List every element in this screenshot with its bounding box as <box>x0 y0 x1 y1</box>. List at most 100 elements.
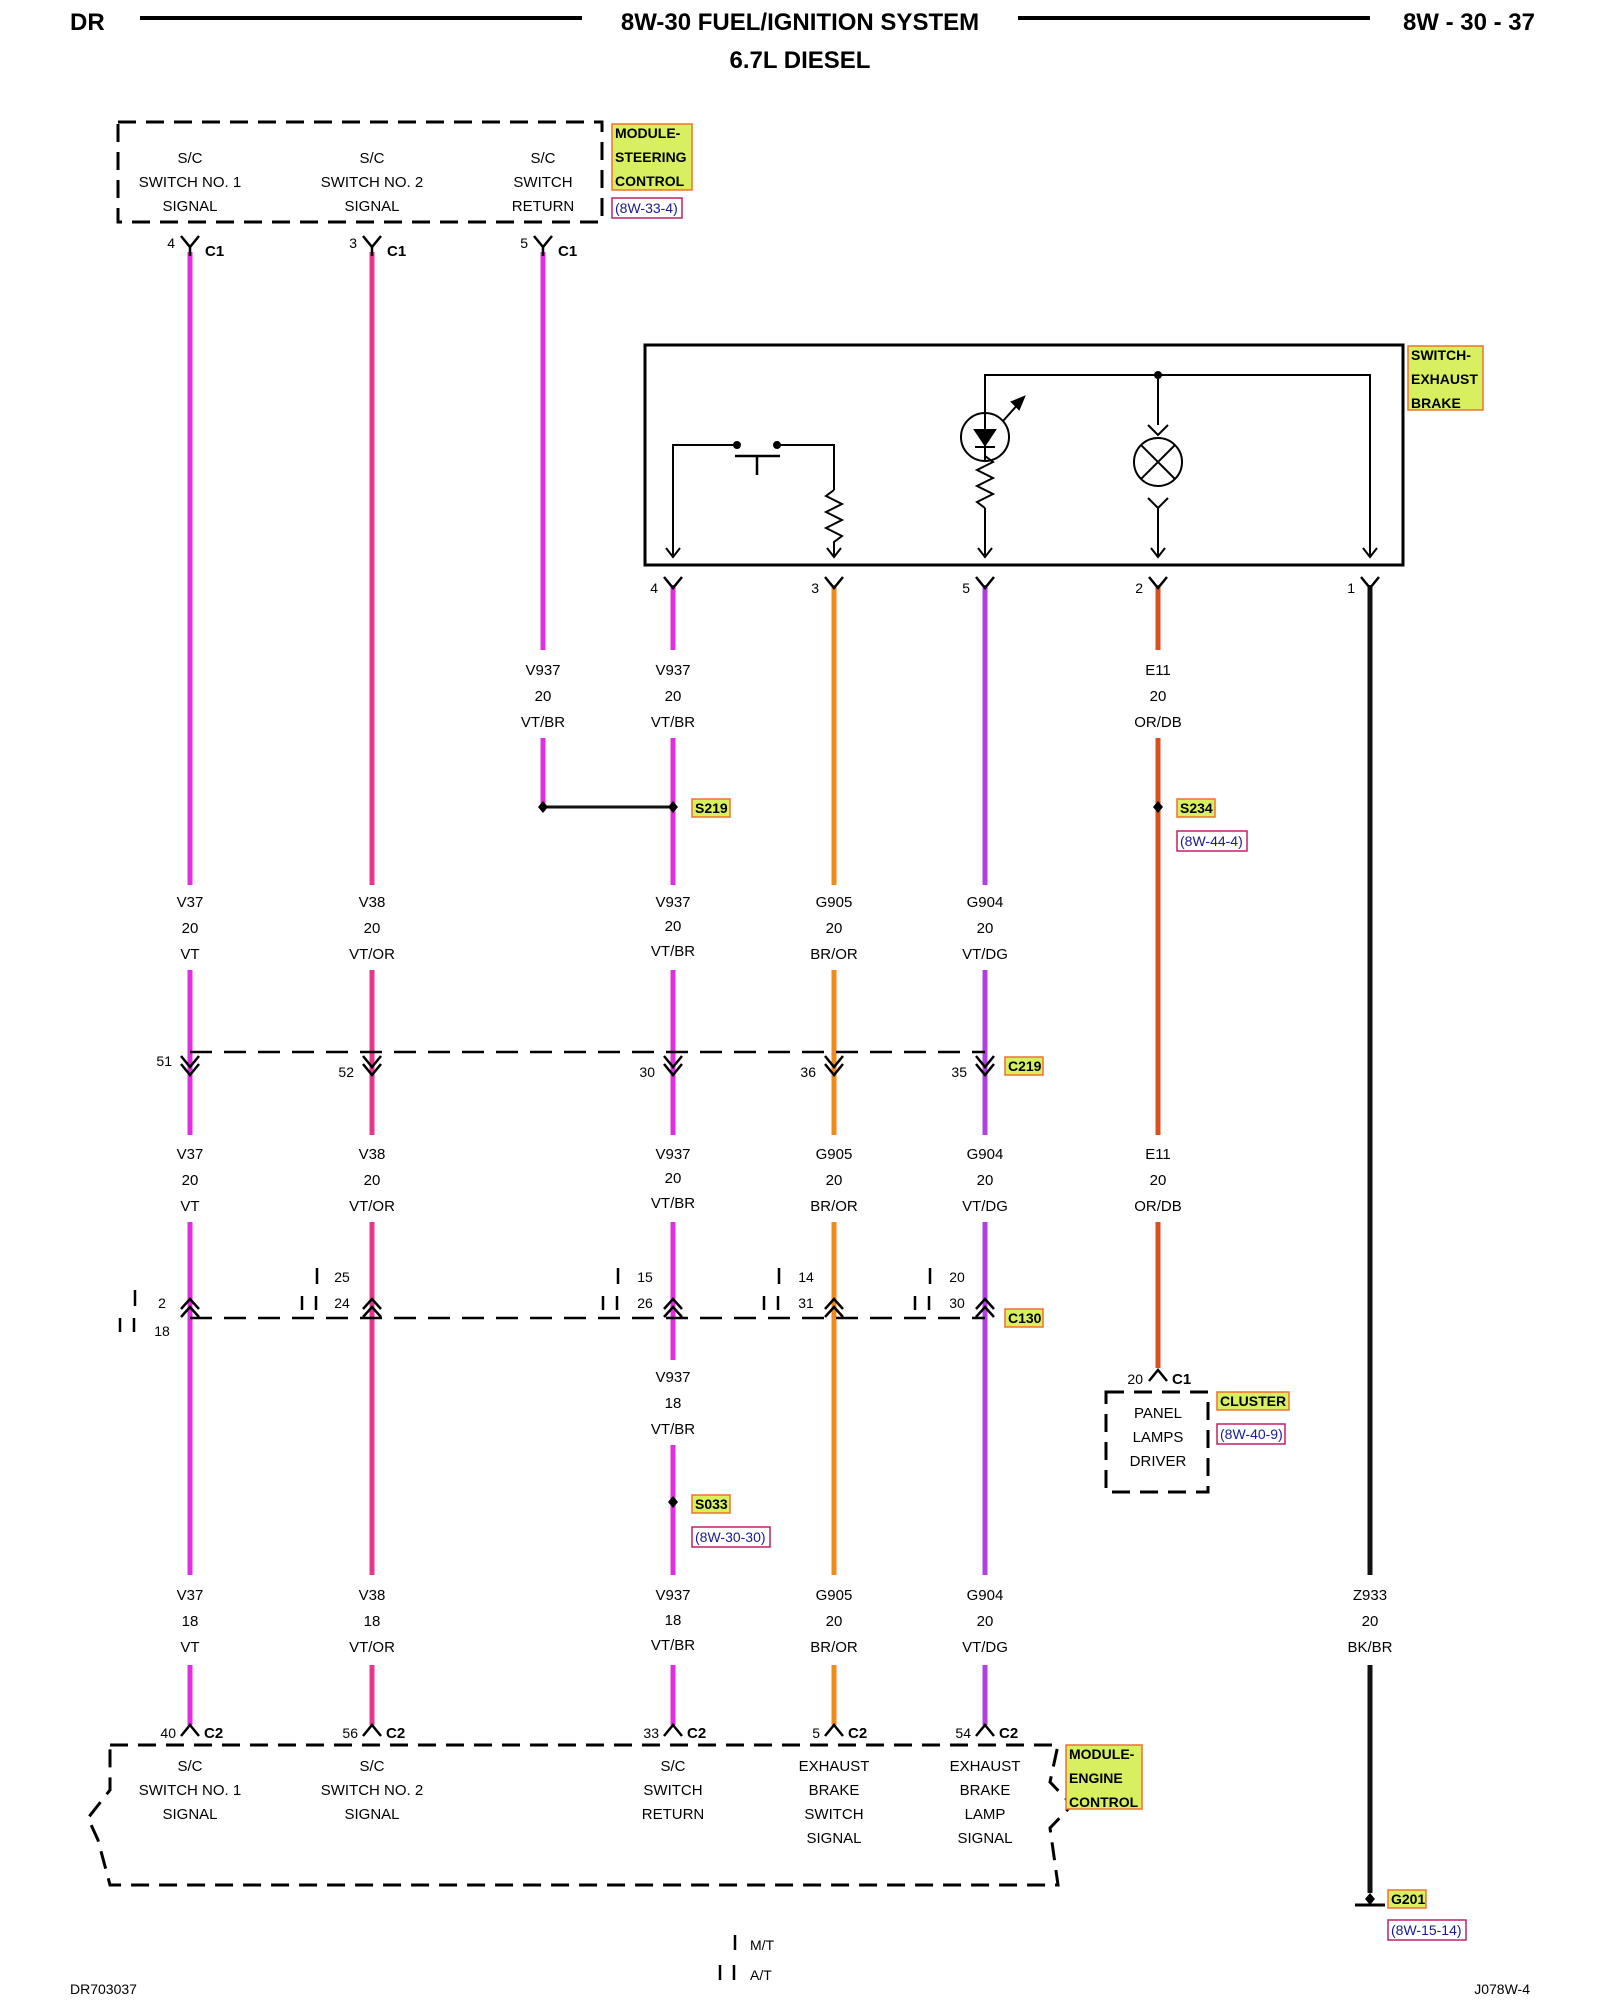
splice-s033-ref: (8W-30-30) <box>695 1529 766 1545</box>
svg-text:SWITCH NO. 1: SWITCH NO. 1 <box>139 1782 242 1799</box>
svg-text:V937: V937 <box>655 894 690 911</box>
steer-term3-l1: S/C <box>530 150 555 167</box>
svg-text:BK/BR: BK/BR <box>1347 1639 1392 1656</box>
svg-text:C1: C1 <box>205 243 224 260</box>
engine-pin-56: 56 <box>342 1725 358 1741</box>
cluster-ref: (8W-40-9) <box>1220 1426 1283 1442</box>
c219-pin-52: 52 <box>338 1064 354 1080</box>
svg-text:MODULE-: MODULE- <box>1069 1746 1135 1762</box>
svg-text:20: 20 <box>665 1170 682 1187</box>
svg-text:SIGNAL: SIGNAL <box>957 1830 1012 1847</box>
svg-text:EXHAUST: EXHAUST <box>799 1758 870 1775</box>
svg-text:LAMP: LAMP <box>965 1806 1006 1823</box>
svg-text:DRIVER: DRIVER <box>1130 1453 1187 1470</box>
wire-label-v937-sw-l1: V937 <box>655 662 690 679</box>
exhaust-pin-4: 4 <box>650 576 683 596</box>
svg-text:C2: C2 <box>848 1725 867 1742</box>
cluster-pin-conn: C1 <box>1172 1371 1191 1388</box>
svg-text:PANEL: PANEL <box>1134 1405 1182 1422</box>
svg-text:SIGNAL: SIGNAL <box>162 1806 217 1823</box>
legend: M/T A/T <box>718 1935 775 1983</box>
exhaust-pin-5: 5 <box>962 576 995 596</box>
exhaust-name-l3: BRAKE <box>1411 395 1461 411</box>
svg-text:Z933: Z933 <box>1353 1587 1387 1604</box>
wire-label-v937-sw-l3: VT/BR <box>651 714 695 731</box>
header-subtitle: 6.7L DIESEL <box>730 47 871 74</box>
svg-text:VT: VT <box>180 946 199 963</box>
svg-text:C2: C2 <box>386 1725 405 1742</box>
svg-text:20: 20 <box>826 1172 843 1189</box>
svg-text:VT/DG: VT/DG <box>962 1639 1008 1656</box>
svg-text:G904: G904 <box>967 894 1004 911</box>
header-left: DR <box>70 9 105 36</box>
c130-mt-at-marks <box>118 1268 932 1332</box>
c219-pin-36: 36 <box>800 1064 816 1080</box>
steer-name-l2: STEERING <box>615 149 687 165</box>
ground-ref: (8W-15-14) <box>1391 1922 1462 1938</box>
svg-text:5: 5 <box>962 580 970 596</box>
footer-right: J078W-4 <box>1474 1981 1530 1997</box>
header: DR 8W-30 FUEL/IGNITION SYSTEM 8W - 30 - … <box>70 9 1535 74</box>
svg-text:S/C: S/C <box>359 1758 384 1775</box>
svg-text:S/C: S/C <box>660 1758 685 1775</box>
cluster-pin-num: 20 <box>1127 1371 1143 1387</box>
splice-s234-label: S234 <box>1180 800 1213 816</box>
c219-pin-30: 30 <box>639 1064 655 1080</box>
svg-text:4: 4 <box>650 580 658 596</box>
steer-ref: (8W-33-4) <box>615 200 678 216</box>
c130-pin-at-24: 24 <box>334 1295 350 1311</box>
row1-wire-labels: V37 20 VT V38 20 VT/OR V937 20 VT/BR G90… <box>177 894 1008 963</box>
header-page: 8W - 30 - 37 <box>1403 9 1535 36</box>
svg-text:G904: G904 <box>967 1587 1004 1604</box>
engine-pin-40: 40 <box>160 1725 176 1741</box>
svg-text:VT/BR: VT/BR <box>651 1637 695 1654</box>
wire-label-e11-top-l3: OR/DB <box>1134 714 1182 731</box>
splice-s033-label: S033 <box>695 1496 728 1512</box>
svg-text:20: 20 <box>977 1613 994 1630</box>
svg-text:VT: VT <box>180 1639 199 1656</box>
svg-text:C2: C2 <box>204 1725 223 1742</box>
splice-s234: S234 (8W-44-4) <box>1153 798 1248 852</box>
engine-control-module: 40 C2 56 C2 33 C2 5 C2 54 C2 S/C SWITCH … <box>86 1723 1143 1887</box>
svg-text:G905: G905 <box>816 894 853 911</box>
steer-pin-2: 3 C1 <box>349 235 406 260</box>
svg-text:VT/OR: VT/OR <box>349 1198 395 1215</box>
svg-text:18: 18 <box>364 1613 381 1630</box>
exhaust-name-l2: EXHAUST <box>1411 371 1478 387</box>
row3-wire-labels: V37 18 VT V38 18 VT/OR V937 18 VT/BR G90… <box>177 1587 1393 1656</box>
c130-pin-mt-14: 14 <box>798 1269 814 1285</box>
svg-text:G905: G905 <box>816 1146 853 1163</box>
svg-text:2: 2 <box>1135 580 1143 596</box>
steer-term2-l2: SWITCH NO. 2 <box>321 174 424 191</box>
svg-text:C1: C1 <box>387 243 406 260</box>
wire-label-v937-steer-l3: VT/BR <box>521 714 565 731</box>
svg-text:V37: V37 <box>177 1146 204 1163</box>
footer-left: DR703037 <box>70 1981 137 1997</box>
svg-text:BRAKE: BRAKE <box>809 1782 860 1799</box>
svg-text:VT/BR: VT/BR <box>651 1195 695 1212</box>
connector-c130: 2 18 25 24 15 26 14 31 20 30 C130 <box>118 1268 1044 1339</box>
svg-text:E11: E11 <box>1145 1146 1171 1163</box>
svg-text:VT/OR: VT/OR <box>349 946 395 963</box>
svg-text:SWITCH NO. 2: SWITCH NO. 2 <box>321 1782 424 1799</box>
c130-pin-at-18: 18 <box>154 1323 170 1339</box>
svg-text:C1: C1 <box>558 243 577 260</box>
engine-pin-33: 33 <box>643 1725 659 1741</box>
svg-text:S/C: S/C <box>177 1758 202 1775</box>
svg-text:20: 20 <box>977 1172 994 1189</box>
wire-label-v937-steer-l2: 20 <box>535 688 552 705</box>
svg-text:20: 20 <box>182 920 199 937</box>
steer-term2-l3: SIGNAL <box>344 198 399 215</box>
wire-label-e11-top-l1: E11 <box>1145 662 1171 679</box>
svg-text:18: 18 <box>182 1613 199 1630</box>
steer-name-l3: CONTROL <box>615 173 685 189</box>
c130-pin-mt-2: 2 <box>158 1295 166 1311</box>
row2-wire-labels: V37 20 VT V38 20 VT/OR V937 20 VT/BR G90… <box>177 1146 1182 1215</box>
steer-name-l1: MODULE- <box>615 125 681 141</box>
svg-text:CONTROL: CONTROL <box>1069 1794 1139 1810</box>
svg-text:OR/DB: OR/DB <box>1134 1198 1182 1215</box>
svg-text:18: 18 <box>665 1612 682 1629</box>
svg-text:20: 20 <box>977 920 994 937</box>
svg-text:V937: V937 <box>655 1587 690 1604</box>
